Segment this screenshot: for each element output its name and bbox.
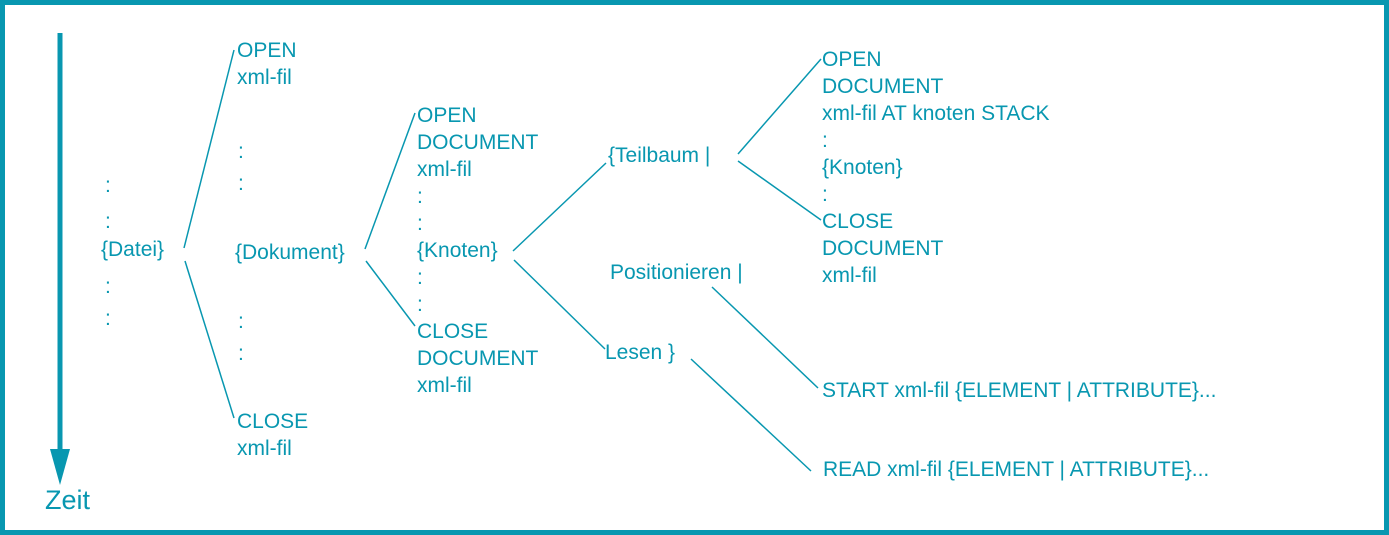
node-dokument: {Dokument}	[235, 241, 345, 264]
connector-lesen-read	[690, 358, 812, 472]
connector-datei-close	[184, 260, 235, 419]
datei-dots-below: : :	[105, 275, 111, 330]
connector-positionieren-start	[711, 286, 819, 389]
dokument-dots-above: : :	[238, 140, 244, 195]
connector-lines	[50, 33, 822, 485]
datei-dots-above: : :	[105, 174, 111, 233]
node-lesen: Lesen }	[605, 341, 676, 364]
node-positionieren: Positionieren |	[610, 261, 743, 284]
subtree-block: OPEN DOCUMENT xml-fil AT knoten STACK : …	[822, 48, 1050, 287]
connector-datei-open	[183, 49, 235, 249]
connector-knoten-teilbaum	[512, 162, 607, 252]
node-datei: {Datei}	[101, 238, 165, 261]
connector-teilbaum-close	[737, 160, 822, 221]
time-arrow-icon	[50, 33, 70, 485]
label-open-file: OPEN xml-fil	[237, 39, 297, 89]
connector-teilbaum-open	[737, 58, 822, 155]
time-arrow-head	[50, 449, 70, 485]
command-read: READ xml-fil {ELEMENT | ATTRIBUTE}...	[823, 458, 1210, 481]
time-label: Zeit	[45, 485, 91, 515]
dokument-dots-below: : :	[238, 310, 244, 365]
command-start: START xml-fil {ELEMENT | ATTRIBUTE}...	[822, 379, 1217, 402]
label-close-file: CLOSE xml-fil	[237, 410, 309, 460]
connector-knoten-lesen	[513, 259, 606, 350]
connector-dokument-close	[365, 260, 416, 327]
connector-dokument-open	[364, 112, 416, 250]
document-knoten-block: OPEN DOCUMENT xml-fil : : {Knoten} : : C…	[417, 104, 539, 397]
node-teilbaum: {Teilbaum |	[608, 144, 711, 167]
